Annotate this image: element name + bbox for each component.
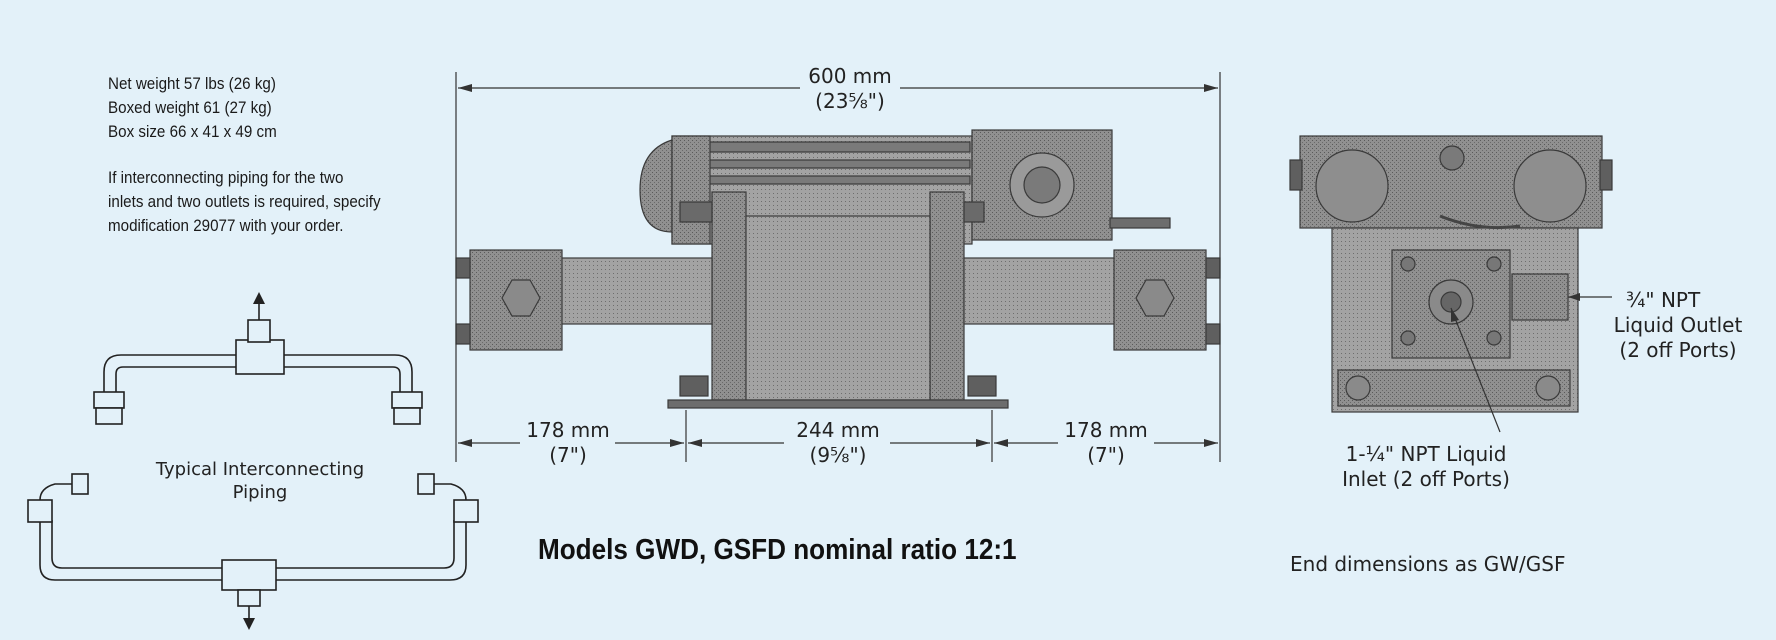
boxed-weight: Boxed weight 61 (27 kg) xyxy=(108,99,272,117)
overall-mm: 600 mm xyxy=(808,64,892,88)
right-mm: 178 mm xyxy=(1064,418,1148,442)
net-weight: Net weight 57 lbs (26 kg) xyxy=(108,75,276,93)
outlet-line-2: Liquid Outlet xyxy=(1613,313,1743,337)
booster-end-view xyxy=(1289,135,1613,413)
lower-piping-diagram xyxy=(27,473,479,630)
center-dimension-label: 244 mm (9⅝") xyxy=(778,418,898,468)
note-line-3: modification 29077 with your order. xyxy=(108,217,344,235)
outlet-line-3: (2 off Ports) xyxy=(1619,338,1737,362)
right-dimension-label: 178 mm (7") xyxy=(1046,418,1166,468)
left-mm: 178 mm xyxy=(526,418,610,442)
end-dimensions-note: End dimensions as GW/GSF xyxy=(1290,552,1566,576)
note-line-2: inlets and two outlets is required, spec… xyxy=(108,193,381,211)
outlet-port-label: ¾" NPT Liquid Outlet (2 off Ports) xyxy=(1588,288,1768,363)
outlet-line-1: ¾" NPT xyxy=(1626,288,1701,312)
models-title: Models GWD, GSFD nominal ratio 12:1 xyxy=(538,534,1017,566)
port-leaders xyxy=(1450,293,1612,433)
note-line-1: If interconnecting piping for the two xyxy=(108,169,344,187)
piping-caption: Typical Interconnecting Piping xyxy=(140,458,380,504)
booster-side-view xyxy=(455,129,1221,409)
right-in: (7") xyxy=(1087,443,1125,467)
center-in: (9⅝") xyxy=(809,443,867,467)
piping-caption-line-1: Typical Interconnecting xyxy=(155,459,365,480)
center-mm: 244 mm xyxy=(796,418,880,442)
left-in: (7") xyxy=(549,443,587,467)
box-size: Box size 66 x 41 x 49 cm xyxy=(108,123,277,141)
overall-in: (23⅝") xyxy=(815,89,885,113)
left-dimension-label: 178 mm (7") xyxy=(508,418,628,468)
upper-piping-diagram xyxy=(93,292,423,425)
inlet-port-label: 1-¼" NPT Liquid Inlet (2 off Ports) xyxy=(1316,442,1536,492)
inlet-line-1: 1-¼" NPT Liquid xyxy=(1345,442,1507,466)
dimension-lines xyxy=(455,72,1221,462)
piping-caption-line-2: Piping xyxy=(232,482,288,503)
inlet-line-2: Inlet (2 off Ports) xyxy=(1342,467,1510,491)
spec-block: Net weight 57 lbs (26 kg) Boxed weight 6… xyxy=(108,72,381,238)
overall-dimension-label: 600 mm (23⅝") xyxy=(790,64,910,114)
